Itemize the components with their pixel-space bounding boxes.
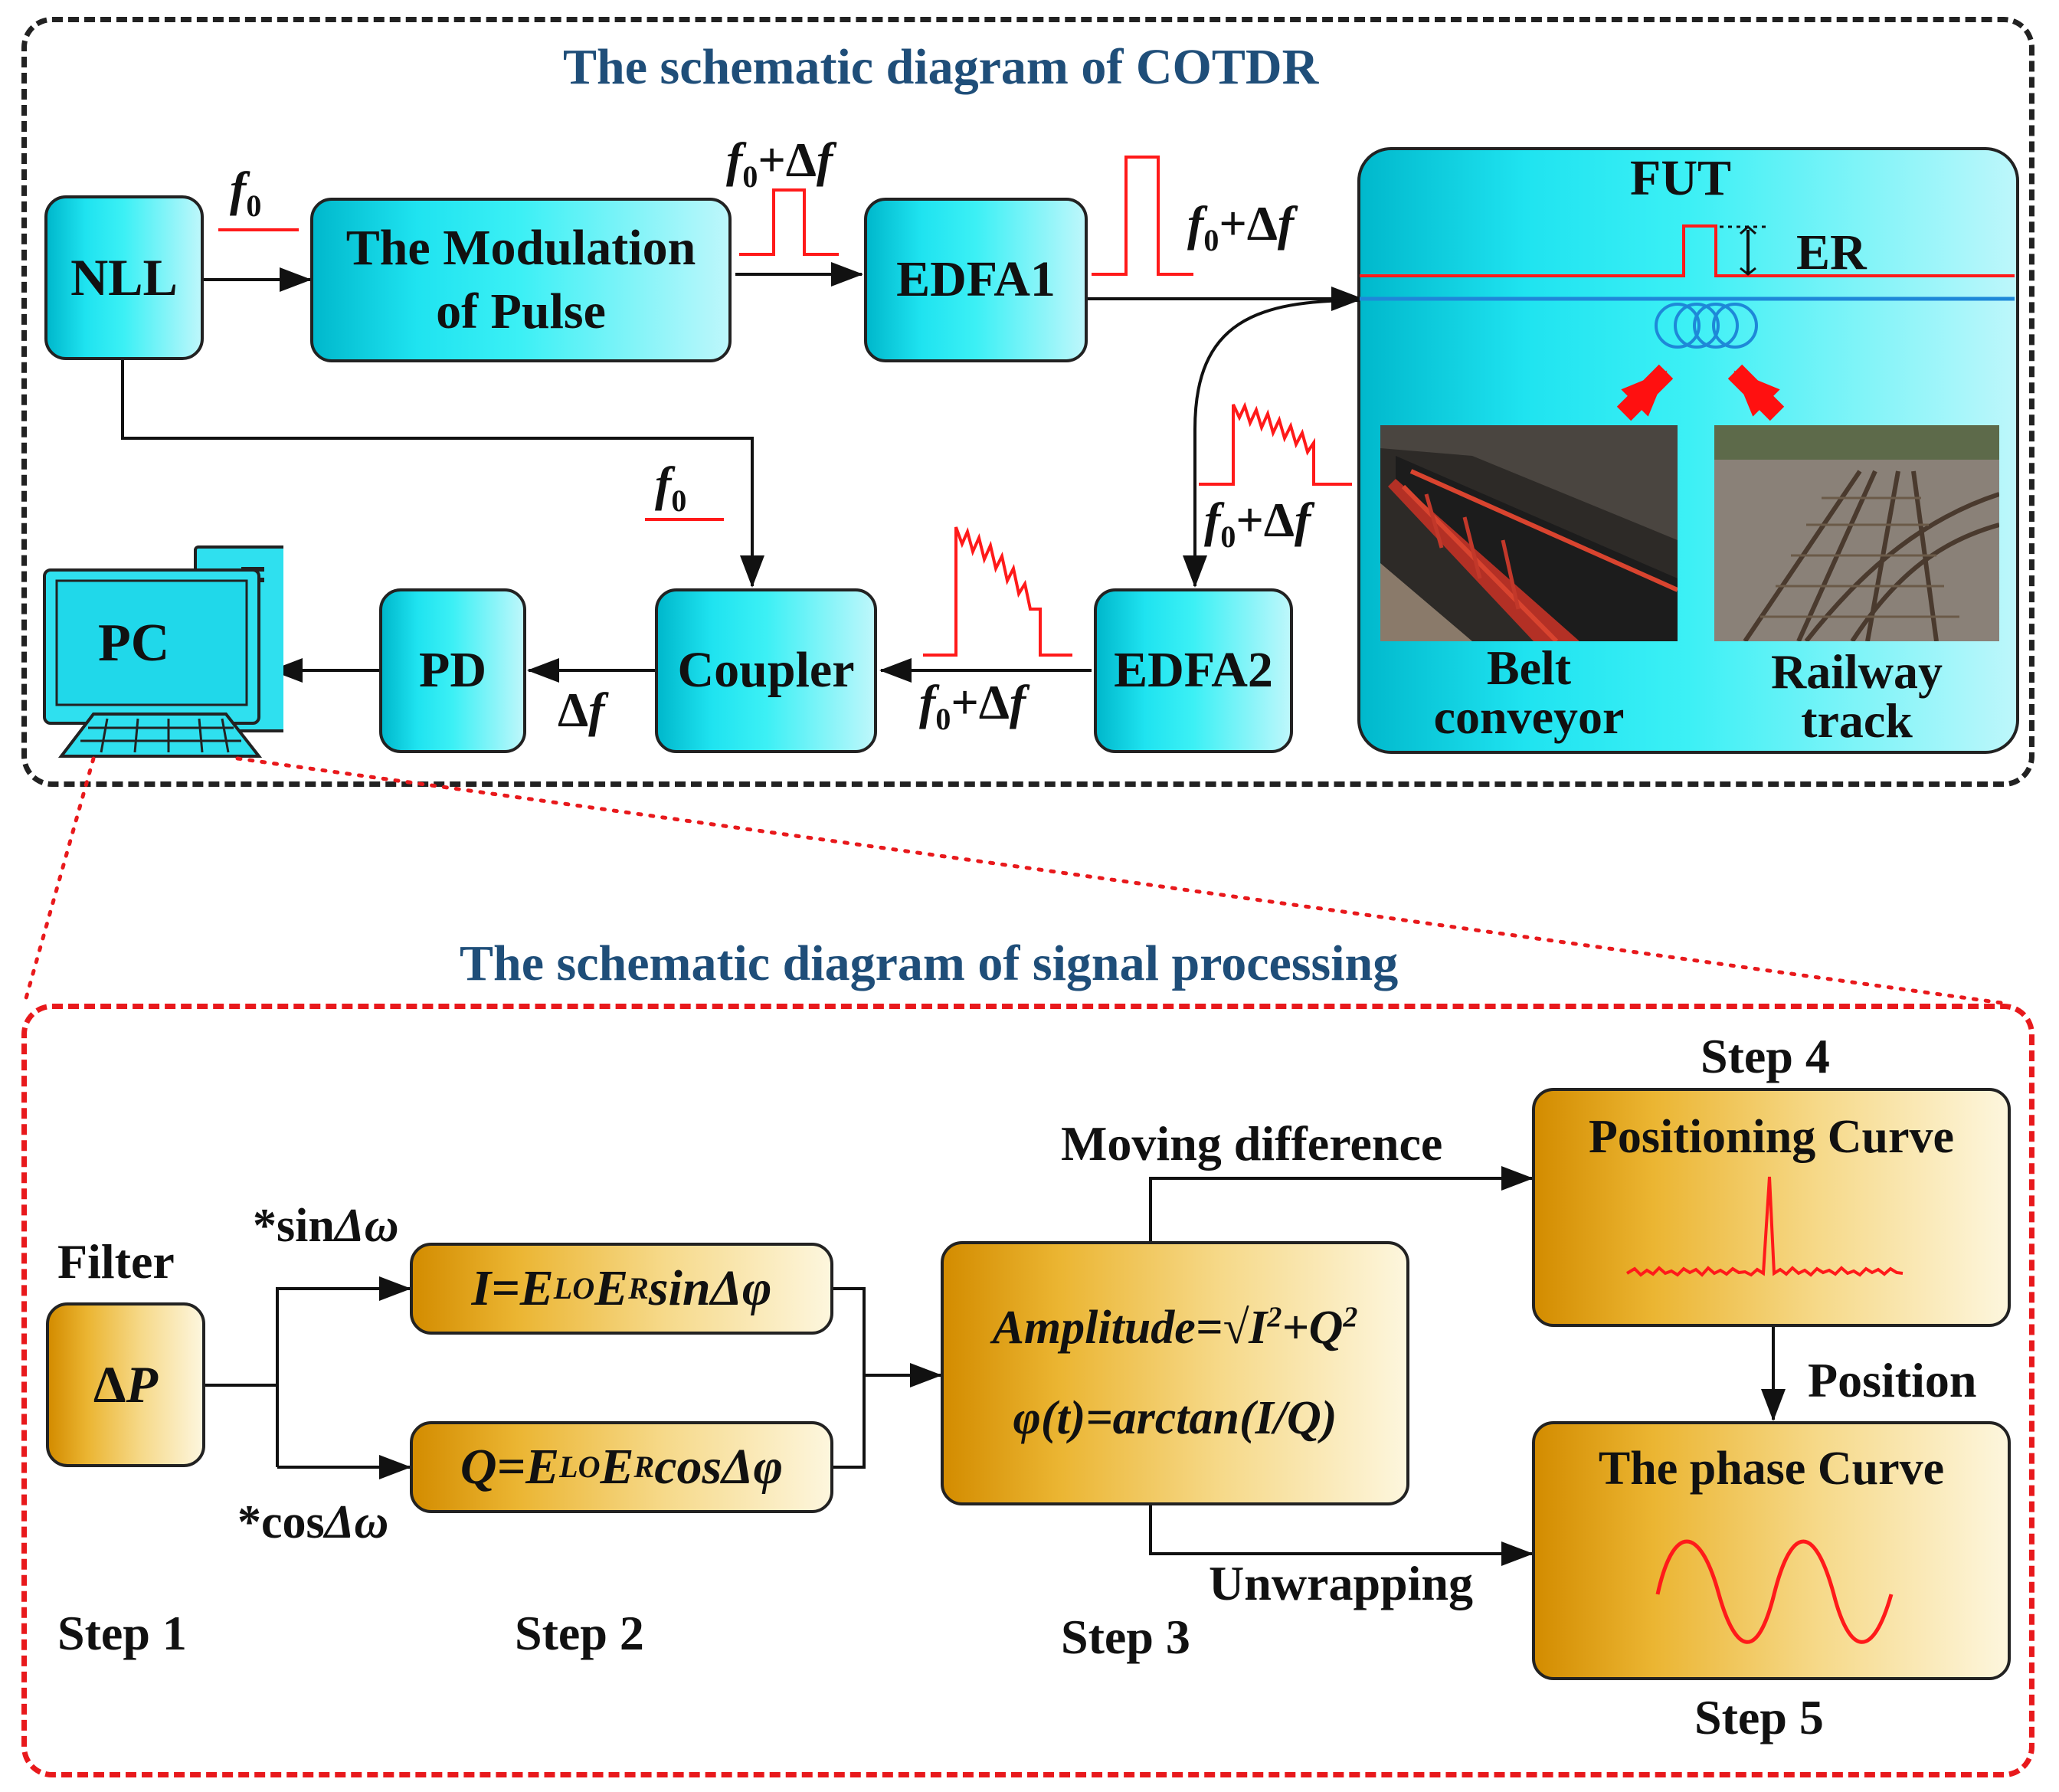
phase-curve-label: The phase Curve xyxy=(1598,1443,1945,1495)
pulse-icon xyxy=(1092,156,1193,276)
modulation-line1: The Modulation xyxy=(345,220,696,276)
amplitude-equation: Amplitude=√I2+Q2 xyxy=(992,1301,1358,1354)
pulse-icon xyxy=(1199,401,1352,486)
unwrapping-label: Unwrapping xyxy=(1209,1556,1473,1610)
fut-label: FUT xyxy=(1630,150,1731,206)
amplitude-phase-box: Amplitude=√I2+Q2 φ(t)=arctan(I/Q) xyxy=(941,1241,1409,1505)
f0-label-coupler: f0 xyxy=(655,457,687,518)
coupler-box: Coupler xyxy=(655,588,877,753)
er-label: ER xyxy=(1796,224,1867,280)
positioning-curve-plot xyxy=(1625,1176,1904,1277)
cotdr-frame xyxy=(21,17,2034,787)
pc-label: PC xyxy=(98,614,170,673)
belt-conveyor-drawing xyxy=(1380,425,1678,641)
computer-icon-drawing xyxy=(43,545,283,758)
signal-processing-title: The schematic diagram of signal processi… xyxy=(460,935,1399,991)
step4-label: Step 4 xyxy=(1701,1029,1830,1083)
rail-line2: track xyxy=(1801,693,1913,748)
phase-curve-box: The phase Curve xyxy=(1532,1421,2011,1680)
step2-label: Step 2 xyxy=(515,1606,644,1660)
rail-line1: Railway xyxy=(1771,644,1943,699)
positioning-curve-box: Positioning Curve xyxy=(1532,1088,2011,1327)
sin-label: *sinΔω xyxy=(253,1200,399,1252)
moving-difference-label: Moving difference xyxy=(1061,1116,1443,1171)
fiber-coil-icon xyxy=(1655,303,1758,349)
f0-delta-f-label-4: f0+Δf xyxy=(919,675,1026,736)
pulse-icon xyxy=(923,526,1072,657)
arrow-icon xyxy=(121,360,764,588)
cotdr-title: The schematic diagram of COTDR xyxy=(563,39,1319,95)
computer-icon: PC xyxy=(31,545,283,760)
f0-delta-f-label-1: f0+Δf xyxy=(726,133,833,194)
edfa2-box: EDFA2 xyxy=(1094,588,1293,753)
railway-track-drawing xyxy=(1714,425,1999,641)
belt-line1: Belt xyxy=(1486,640,1572,695)
arrow-icon xyxy=(1149,1482,1534,1566)
step1-label: Step 1 xyxy=(57,1606,187,1660)
nll-box: NLL xyxy=(44,195,204,360)
cos-label: *cosΔω xyxy=(237,1496,389,1548)
modulation-box: The Modulation of Pulse xyxy=(310,198,732,362)
signal-processing-frame xyxy=(21,1004,2034,1777)
step5-label: Step 5 xyxy=(1694,1690,1824,1744)
belt-conveyor-label: Belt conveyor xyxy=(1380,644,1678,742)
railway-track-label: Railway track xyxy=(1714,647,1999,745)
arrow-icon xyxy=(1183,299,1360,588)
filter-label: Filter xyxy=(57,1234,175,1289)
phase-equation: φ(t)=arctan(I/Q) xyxy=(1013,1391,1337,1444)
phase-curve-plot xyxy=(1655,1539,1894,1644)
f0-label-top: f0 xyxy=(230,162,262,223)
railway-track-photo xyxy=(1714,425,1999,641)
position-label: Position xyxy=(1808,1353,1977,1407)
positioning-curve-label: Positioning Curve xyxy=(1588,1111,1955,1163)
pd-box: PD xyxy=(379,588,526,753)
belt-conveyor-photo xyxy=(1380,425,1678,641)
f0-delta-f-label-3: f0+Δf xyxy=(1204,493,1311,554)
delta-f-label: Δf xyxy=(558,683,605,737)
step3-label: Step 3 xyxy=(1061,1610,1190,1664)
f0-delta-f-label-2: f0+Δf xyxy=(1187,196,1295,257)
modulation-line2: of Pulse xyxy=(436,283,606,339)
pulse-icon xyxy=(739,188,839,256)
belt-line2: conveyor xyxy=(1433,690,1625,744)
edfa1-box: EDFA1 xyxy=(864,198,1088,362)
